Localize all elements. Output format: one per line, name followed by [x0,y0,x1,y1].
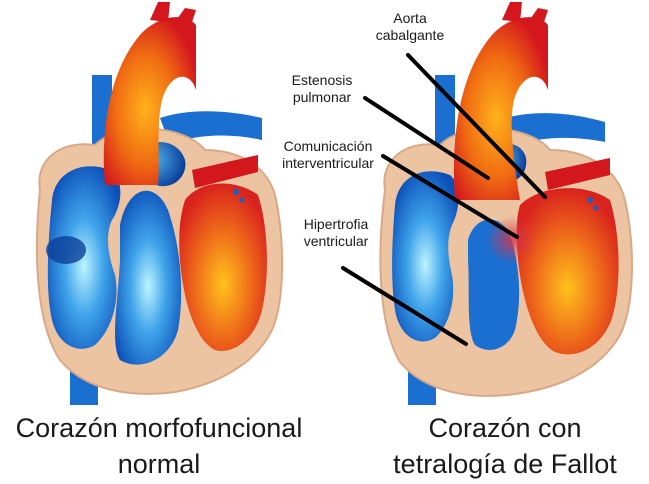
label-line: Comunicación [272,138,384,155]
caption-line: tetralogía de Fallot [370,446,640,482]
label-line: ventricular [296,233,376,250]
label-line: interventricular [272,155,384,172]
caption-normal-heart: Corazón morfofuncional normal [0,410,318,482]
label-line: Estenosis [282,72,362,89]
valve-dot [594,206,599,211]
label-hipertrofia-ventricular: Hipertrofia ventricular [296,216,376,250]
label-line: pulmonar [282,89,362,106]
caption-line: normal [0,446,318,482]
valve-dot [587,197,593,203]
aortic-branch [150,2,170,22]
chamber-shadow [46,236,86,264]
fallot-heart [380,2,632,405]
label-line: Hipertrofia [296,216,376,233]
label-line: Aorta [370,10,450,27]
valve-dot [240,198,245,203]
normal-heart [37,2,282,405]
label-aorta-cabalgante: Aorta cabalgante [370,10,450,44]
label-line: cabalgante [370,27,450,44]
aortic-branch [502,2,522,22]
caption-line: Corazón morfofuncional [0,410,318,446]
caption-line: Corazón con [370,410,640,446]
label-estenosis-pulmonar: Estenosis pulmonar [282,72,362,106]
label-comunicacion-interventricular: Comunicación interventricular [272,138,384,172]
caption-fallot-heart: Corazón con tetralogía de Fallot [370,410,640,482]
valve-dot [233,189,239,195]
